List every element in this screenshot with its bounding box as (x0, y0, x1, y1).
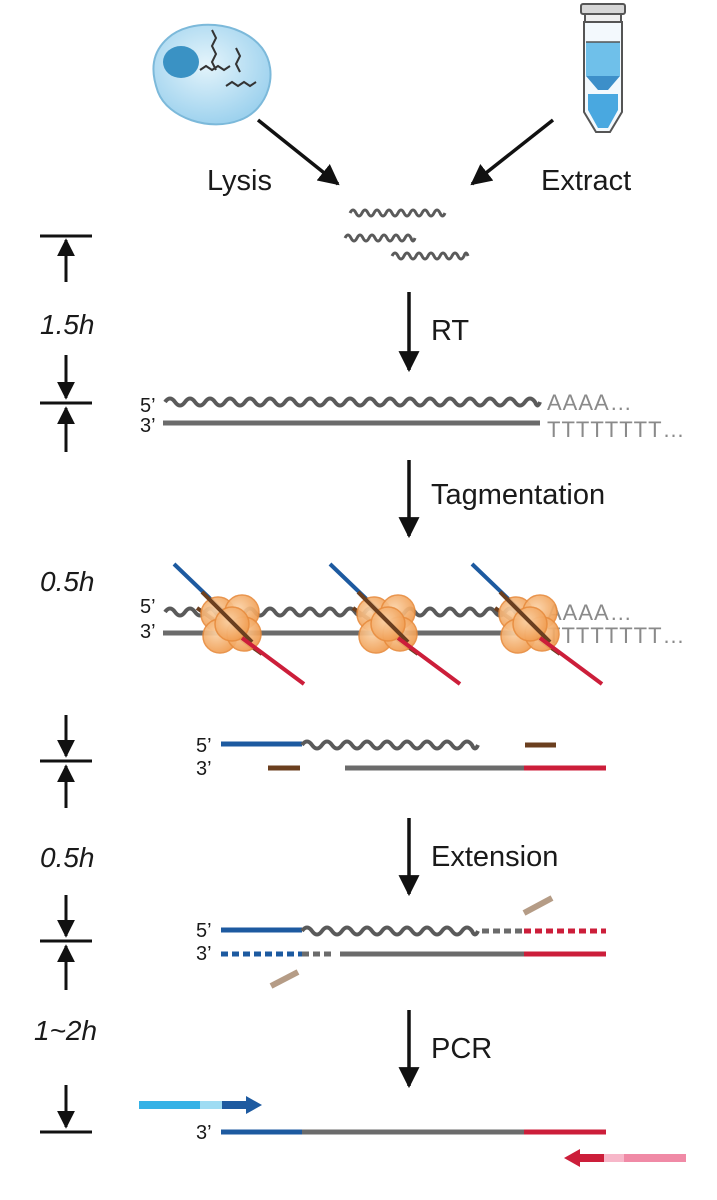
five-prime-label: 5’ (196, 735, 212, 757)
step-pcr-label: PCR (431, 1033, 492, 1065)
tube-icon (581, 4, 625, 132)
rna-fragment (302, 928, 478, 935)
polya-tail: AAAA… (547, 390, 633, 415)
five-prime-label: 5’ (140, 395, 156, 417)
time-pcr: 1~2h (34, 1015, 97, 1046)
three-prime-label: 3’ (196, 943, 212, 965)
time-tagmentation: 0.5h (40, 566, 95, 597)
three-prime-label: 3’ (196, 758, 212, 780)
cell-icon (153, 25, 270, 125)
three-prime-label: 3’ (196, 1122, 212, 1144)
step-extension-label: Extension (431, 841, 558, 873)
polya-tail: AAAA… (547, 600, 633, 625)
polyt-tail: TTTTTTTT… (547, 623, 686, 648)
step-tagmentation-label: Tagmentation (431, 479, 605, 511)
forward-primer-arrow (139, 1096, 262, 1114)
time-extension: 0.5h (40, 842, 95, 873)
released-oligo-top (524, 898, 552, 913)
released-oligo-bottom (271, 972, 298, 986)
step-rt-label: RT (431, 315, 469, 347)
tn5-complex-icon (330, 564, 460, 684)
rna-molecules (345, 210, 468, 259)
time-rt: 1.5h (40, 309, 95, 340)
reverse-primer-arrow (564, 1149, 686, 1167)
tn5-complex-icon (174, 564, 304, 684)
adapter-red-oligo (398, 638, 460, 684)
lysis-label: Lysis (207, 165, 272, 197)
tn5-complexes (174, 564, 602, 684)
extract-label: Extract (541, 165, 631, 197)
time-scale (40, 236, 92, 1132)
five-prime-label: 5’ (140, 596, 156, 618)
rna-strand (165, 399, 540, 406)
three-prime-label: 3’ (140, 415, 156, 437)
five-prime-label: 5’ (196, 920, 212, 942)
polyt-tail: TTTTTTTT… (547, 417, 686, 442)
adapter-red-oligo (242, 638, 304, 684)
rna-fragment (302, 742, 478, 749)
three-prime-label: 3’ (140, 621, 156, 643)
